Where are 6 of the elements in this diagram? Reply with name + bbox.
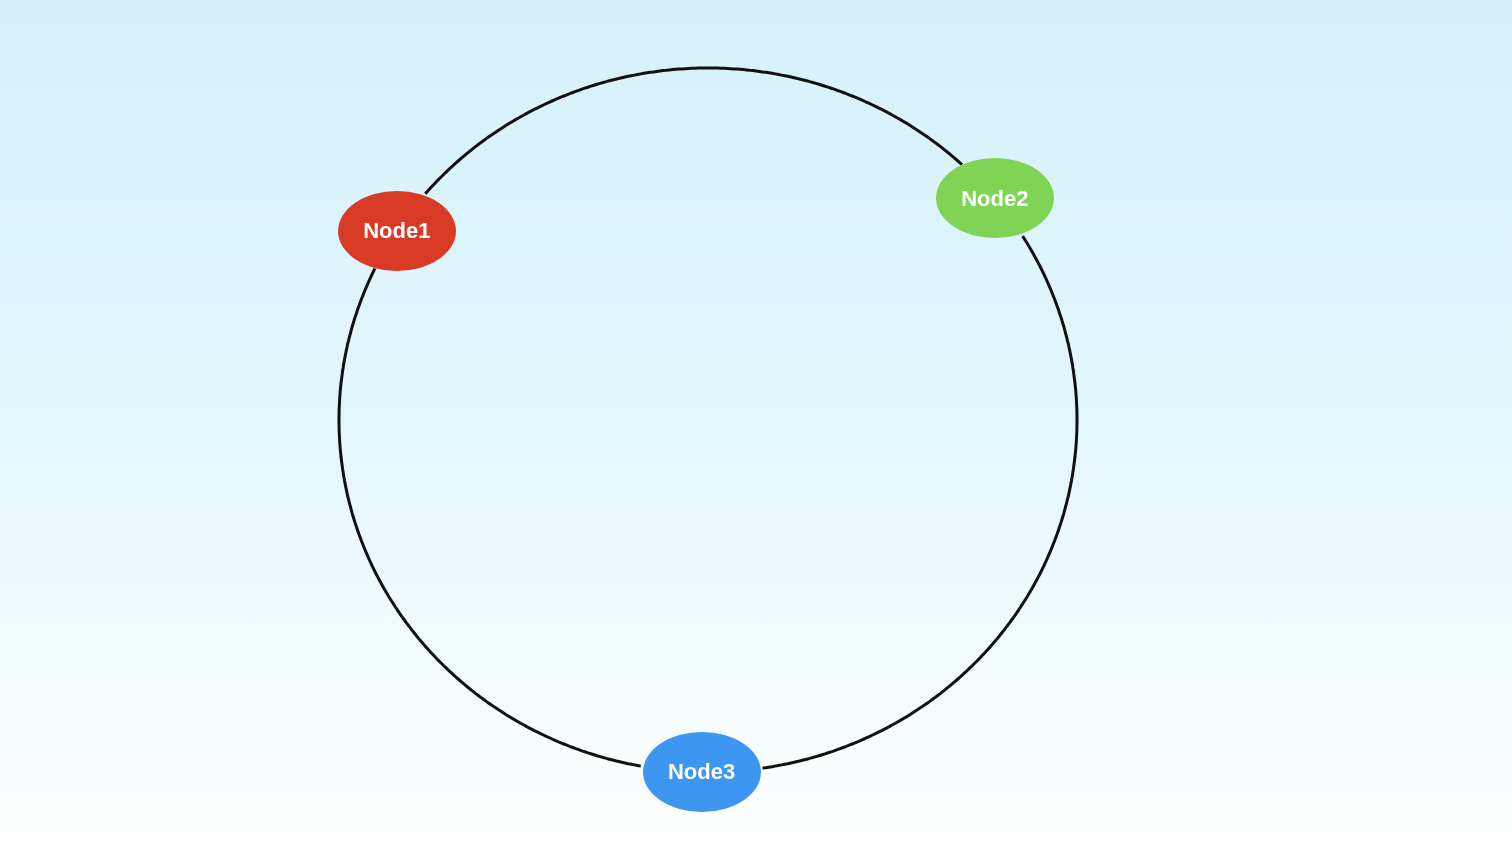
ring-arc (337, 267, 642, 768)
node-label: Node3 (667, 758, 736, 787)
node-label: Node1 (363, 217, 431, 246)
node-label: Node2 (961, 184, 1029, 213)
ring-arc (762, 235, 1079, 770)
ring-arc (424, 66, 963, 195)
